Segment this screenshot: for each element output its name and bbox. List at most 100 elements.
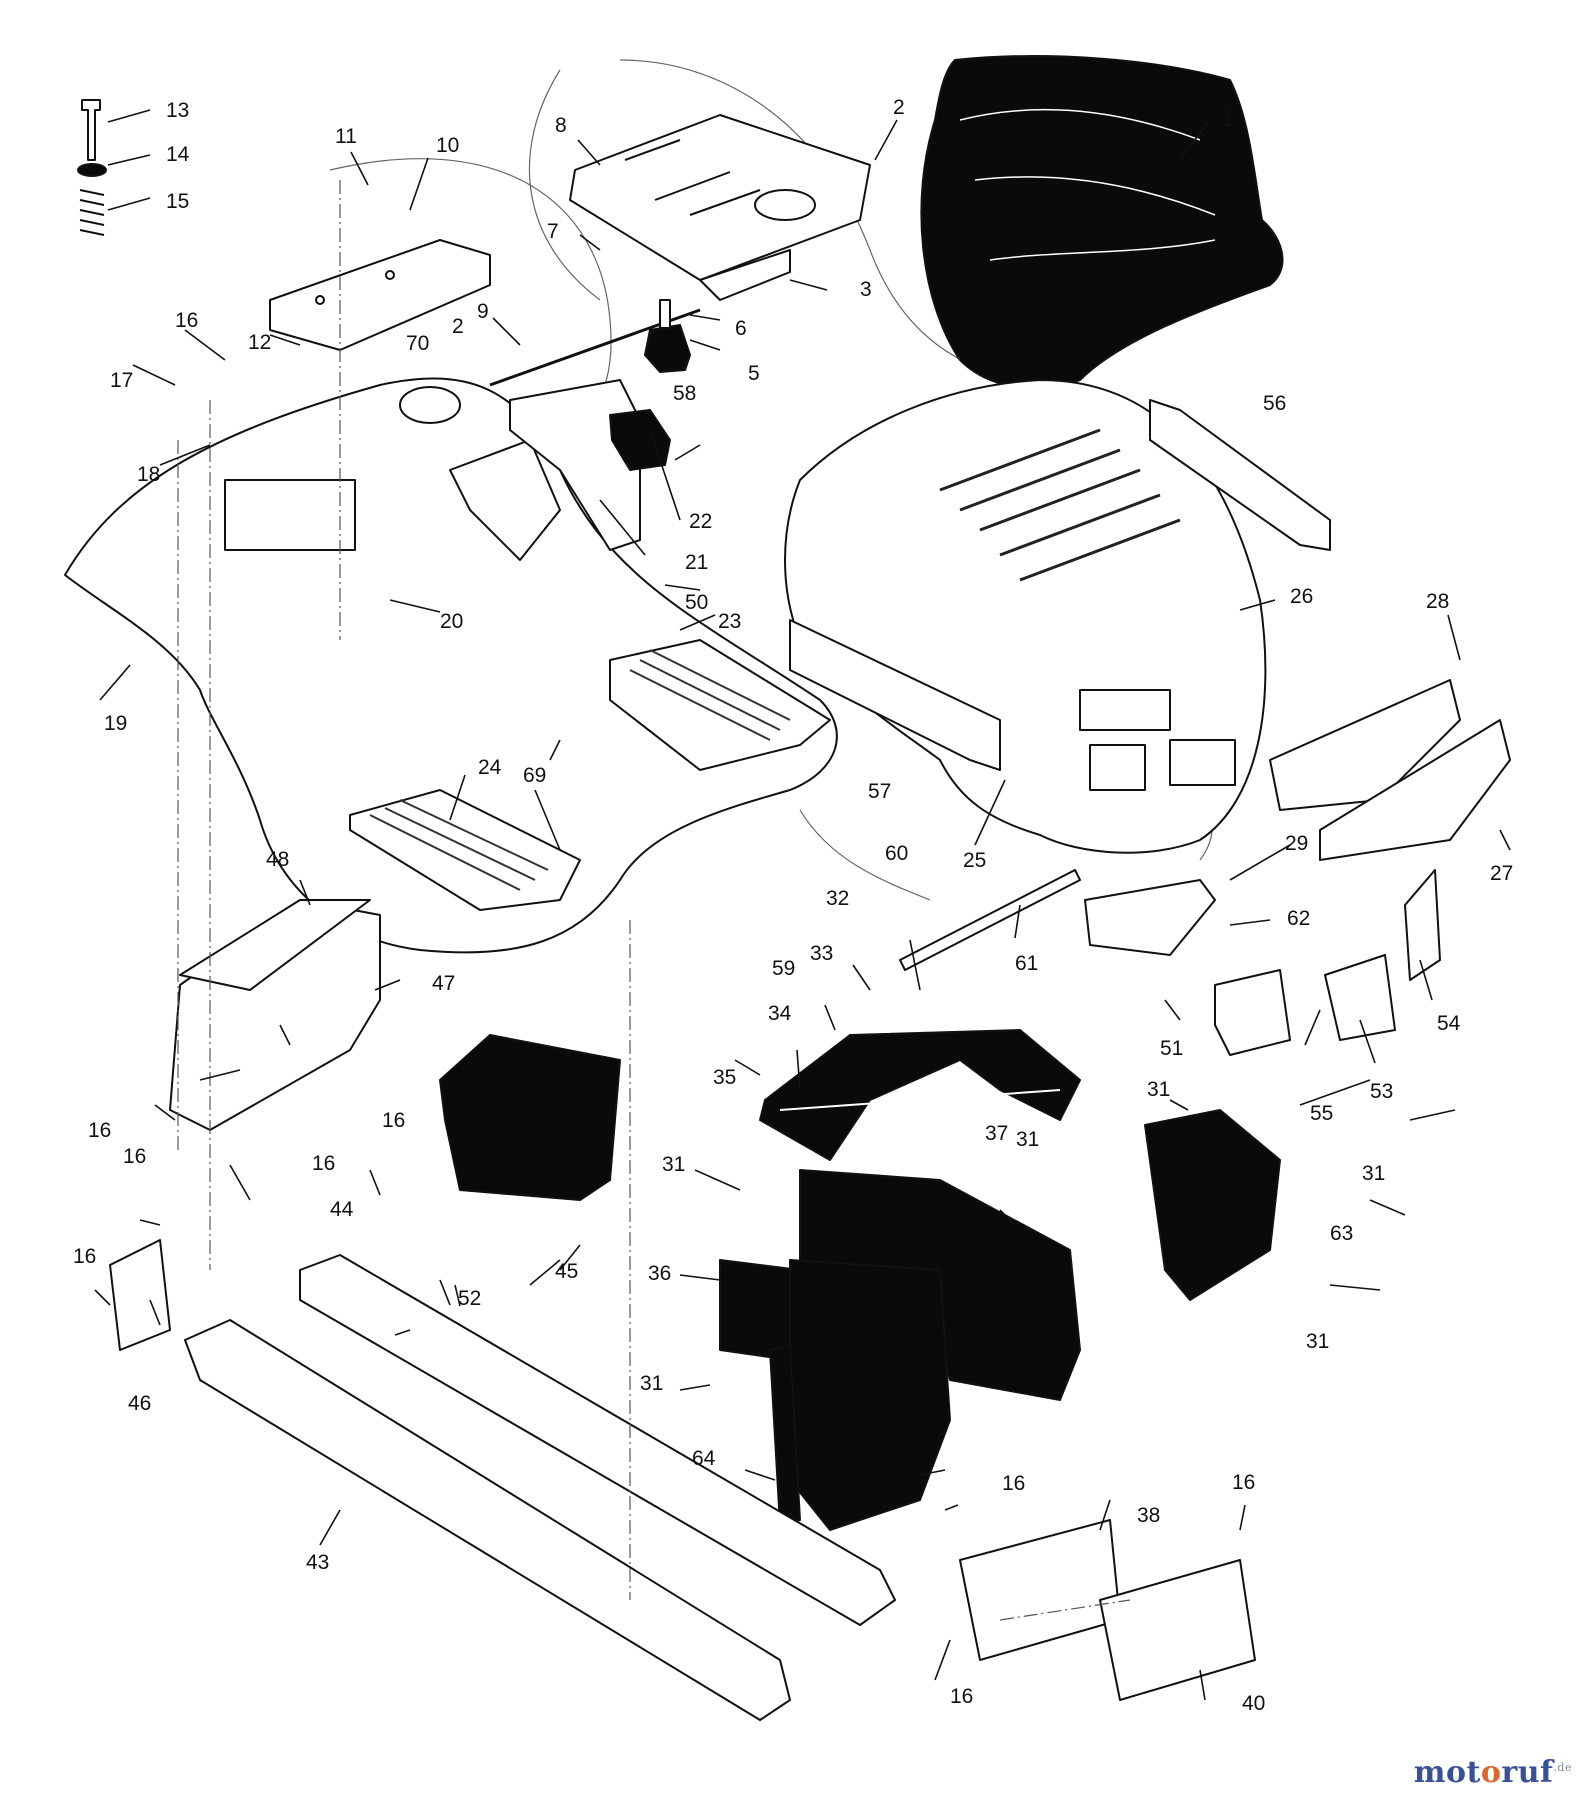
callout-labels: 1 2 2 3 5 6 7 8 9 10 11 12 13 14 15 16 1… [73, 96, 1513, 1715]
seat-adjust-knob [644, 299, 691, 373]
front-axle-brackets [959, 1519, 1256, 1701]
callout-20: 20 [440, 610, 463, 633]
callout-33: 33 [810, 942, 833, 965]
callout-16: 16 [88, 1119, 111, 1142]
callout-16: 16 [312, 1152, 335, 1175]
front-grille-insert [789, 619, 1001, 771]
callout-12: 12 [248, 331, 271, 354]
callout-10: 10 [436, 134, 459, 157]
callout-22: 22 [689, 510, 712, 533]
callout-19: 19 [104, 712, 127, 735]
seat-mounting-plate [569, 114, 871, 301]
callout-24: 24 [478, 756, 502, 779]
footrest-right [609, 639, 831, 771]
callout-63: 63 [1330, 1222, 1353, 1245]
callout-23: 23 [718, 610, 741, 633]
watermark-logo: motoruf.de [1413, 1755, 1572, 1790]
callout-9: 9 [477, 300, 489, 323]
callout-51: 51 [1160, 1037, 1183, 1060]
callout-37: 37 [985, 1122, 1008, 1145]
callout-53: 53 [1370, 1080, 1393, 1103]
callout-34: 34 [768, 1002, 792, 1025]
callout-1: 1 [1222, 108, 1234, 131]
callout-46: 46 [128, 1392, 151, 1415]
callout-61: 61 [1015, 952, 1038, 975]
callout-16: 16 [73, 1245, 96, 1268]
lower-grilles [1214, 869, 1441, 1056]
callout-36: 36 [648, 1262, 671, 1285]
callout-31: 31 [640, 1372, 663, 1395]
callout-59: 59 [772, 957, 795, 980]
callout-70: 70 [406, 332, 429, 355]
callout-57: 57 [868, 780, 891, 803]
callout-3: 3 [860, 278, 872, 301]
frame-rails [109, 1239, 896, 1721]
callout-29: 29 [1285, 832, 1308, 855]
dash-strip [769, 1344, 801, 1526]
callout-31: 31 [1016, 1128, 1039, 1151]
alignment-leaders [177, 180, 1131, 1621]
hood [784, 379, 1267, 854]
hood-hinge [1084, 879, 1216, 956]
callout-16: 16 [950, 1685, 973, 1708]
callout-2: 2 [452, 315, 464, 338]
rear-shields [169, 899, 381, 1131]
callout-31: 31 [662, 1153, 685, 1176]
lever-bracket [609, 409, 671, 471]
callout-27: 27 [1490, 862, 1513, 885]
hood-hinge-bar [899, 869, 1081, 971]
callout-69: 69 [523, 764, 546, 787]
shift-plate [509, 379, 641, 551]
callout-17: 17 [110, 369, 133, 392]
callout-11: 11 [335, 125, 357, 148]
callout-31: 31 [1362, 1162, 1385, 1185]
callout-31: 31 [1147, 1078, 1170, 1101]
callout-25: 25 [963, 849, 986, 872]
callout-15: 15 [166, 190, 189, 213]
callout-16: 16 [175, 309, 198, 332]
side-vent-panel [1144, 1109, 1281, 1301]
callout-32: 32 [826, 887, 849, 910]
footrest-left [349, 789, 581, 911]
callout-16: 16 [1232, 1471, 1255, 1494]
callout-55: 55 [1310, 1102, 1333, 1125]
callout-54: 54 [1437, 1012, 1461, 1035]
side-grille [1149, 399, 1331, 551]
callout-8: 8 [555, 114, 567, 137]
callout-48: 48 [266, 848, 289, 871]
callout-6: 6 [735, 317, 747, 340]
callout-5: 5 [748, 362, 760, 385]
callout-62: 62 [1287, 907, 1310, 930]
callout-38: 38 [1137, 1504, 1160, 1527]
callout-13: 13 [166, 99, 189, 122]
callout-31: 31 [1306, 1330, 1329, 1353]
callout-16: 16 [1002, 1472, 1025, 1495]
callout-28: 28 [1426, 590, 1449, 613]
callout-44: 44 [330, 1198, 354, 1221]
callout-14: 14 [166, 143, 190, 166]
seat [920, 55, 1284, 390]
callout-64: 64 [692, 1447, 716, 1470]
dash-front-tower [789, 1259, 951, 1531]
callout-16: 16 [123, 1145, 146, 1168]
callout-43: 43 [306, 1551, 329, 1574]
callout-45: 45 [555, 1260, 578, 1283]
callout-21: 21 [685, 551, 708, 574]
callout-47: 47 [432, 972, 455, 995]
dash-panel [759, 1029, 1081, 1161]
rear-fender [64, 377, 838, 954]
rear-bracket [269, 239, 491, 351]
bumper-trim [1319, 719, 1511, 861]
callout-56: 56 [1263, 392, 1286, 415]
callout-50: 50 [685, 591, 708, 614]
callout-16: 16 [382, 1109, 405, 1132]
callout-60: 60 [885, 842, 908, 865]
callout-7: 7 [547, 220, 559, 243]
callout-58: 58 [673, 382, 696, 405]
callout-26: 26 [1290, 585, 1313, 608]
callout-52: 52 [458, 1287, 481, 1310]
front-bumper [1269, 679, 1461, 811]
callout-leaders [94, 109, 1511, 1701]
callout-35: 35 [713, 1066, 736, 1089]
